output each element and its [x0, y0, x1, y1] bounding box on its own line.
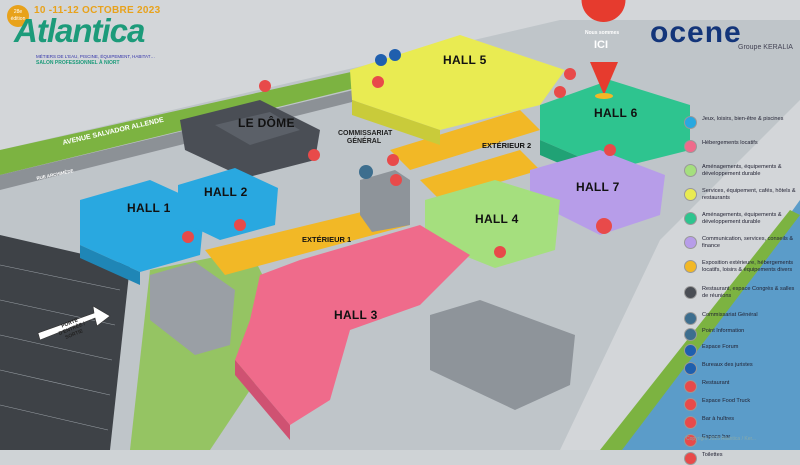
legend-text: Espace bar	[702, 434, 731, 440]
exterieur-2-label[interactable]: EXTÉRIEUR 2	[482, 141, 532, 150]
warehouse-south	[430, 300, 575, 410]
legend-swatch-icon	[684, 328, 697, 341]
legend-text: Communication, services, conseils & fina…	[702, 236, 794, 249]
legend-text: Aménagements, équipements & développemen…	[702, 164, 782, 177]
legend-swatch-icon	[684, 116, 697, 129]
legend-text: Toilettes	[702, 452, 723, 458]
hall-2-building	[178, 168, 278, 240]
legend-swatch-icon	[684, 164, 697, 177]
service-icons	[182, 49, 616, 258]
legend-text: Restaurant	[702, 380, 730, 386]
parking-lot	[0, 235, 130, 450]
marker-label: ICI	[594, 39, 609, 51]
legend-swatch-icon	[684, 452, 697, 465]
legend-text: Espace Forum	[702, 344, 739, 350]
legend-swatch-icon	[684, 188, 697, 201]
marker-caption: Nous sommes	[585, 30, 620, 36]
hall-1-building	[80, 180, 205, 272]
legend-swatch-icon	[684, 344, 697, 357]
legend-text: Point Information	[702, 328, 745, 334]
sponsor-group: Groupe KERALIA	[738, 44, 793, 51]
hall-6-label[interactable]: HALL 6	[594, 106, 638, 120]
ici-marker	[581, 0, 626, 99]
commissariat-building	[360, 170, 410, 232]
edition-badge: 28e édition	[7, 5, 29, 27]
hall-2-label[interactable]: HALL 2	[204, 185, 248, 199]
warehouse-west	[150, 262, 235, 355]
legend-text: Bar à huîtres	[702, 416, 735, 422]
event-tagline: MÉTIERS DE L'EAU, PISCINE, ÉQUIPEMENT, H…	[36, 54, 155, 59]
legend-swatch-icon	[684, 362, 697, 375]
hall-3-building	[235, 225, 470, 425]
legend-text: Aménagements, équipements & développemen…	[702, 212, 782, 225]
hall-4-label[interactable]: HALL 4	[475, 212, 519, 226]
legend-text: Hébergements locatifs	[702, 140, 758, 146]
sponsor-logo: ocene	[650, 16, 742, 49]
legend-text: Espace Food Truck	[702, 398, 751, 404]
legend-swatch-icon	[684, 286, 697, 299]
legend-swatch-icon	[684, 398, 697, 411]
event-subtitle: SALON PROFESSIONNEL À NIORT	[36, 60, 120, 66]
legend-swatch-icon	[684, 434, 697, 447]
hall-7-label[interactable]: HALL 7	[576, 180, 620, 194]
hall-5-building	[350, 35, 565, 130]
legend-text: Services, équipement, cafés, hôtels & re…	[702, 188, 796, 201]
entrance-arrow	[37, 305, 111, 341]
legend-swatch-icon	[684, 260, 697, 273]
legend-swatch-icon	[684, 380, 697, 393]
hall-7-building	[530, 150, 665, 235]
commissariat-label[interactable]: COMMISSARIAT GÉNÉRAL	[338, 130, 393, 145]
legend-swatch-icon	[684, 416, 697, 429]
hall-3-label[interactable]: HALL 3	[334, 308, 378, 322]
legend-text: Bureaux des juristes	[702, 362, 753, 368]
atlantica-logo: 28e édition 10 -11-12 OCTOBRE 2023 Atlan…	[4, 2, 164, 74]
hall-5-label[interactable]: HALL 5	[443, 53, 487, 67]
legend-swatch-icon	[684, 212, 697, 225]
le-dome-label[interactable]: LE DÔME	[238, 116, 295, 130]
event-dates: 10 -11-12 OCTOBRE 2023	[34, 5, 161, 16]
event-name: Atlantica	[14, 12, 145, 49]
hall-4-building	[425, 180, 560, 268]
hall-1-label[interactable]: HALL 1	[127, 201, 171, 215]
copyright: Copyright 2023 Atlantica / Ker...	[686, 436, 757, 442]
hall-6-building	[540, 80, 690, 170]
legend-text: Restaurant, espace Congrès & salles de r…	[702, 286, 795, 299]
legend-swatch-icon	[684, 140, 697, 153]
site-map	[0, 0, 800, 450]
legend-text: Jeux, loisirs, bien-être & piscines	[702, 116, 784, 122]
legend-text: Commissariat Général	[702, 312, 758, 318]
legend-swatch-icon	[684, 312, 697, 325]
exterieur-1-label[interactable]: EXTÉRIEUR 1	[302, 235, 352, 244]
legend-text: Exposition extérieure, hébergements loca…	[702, 260, 794, 273]
legend-swatch-icon	[684, 236, 697, 249]
